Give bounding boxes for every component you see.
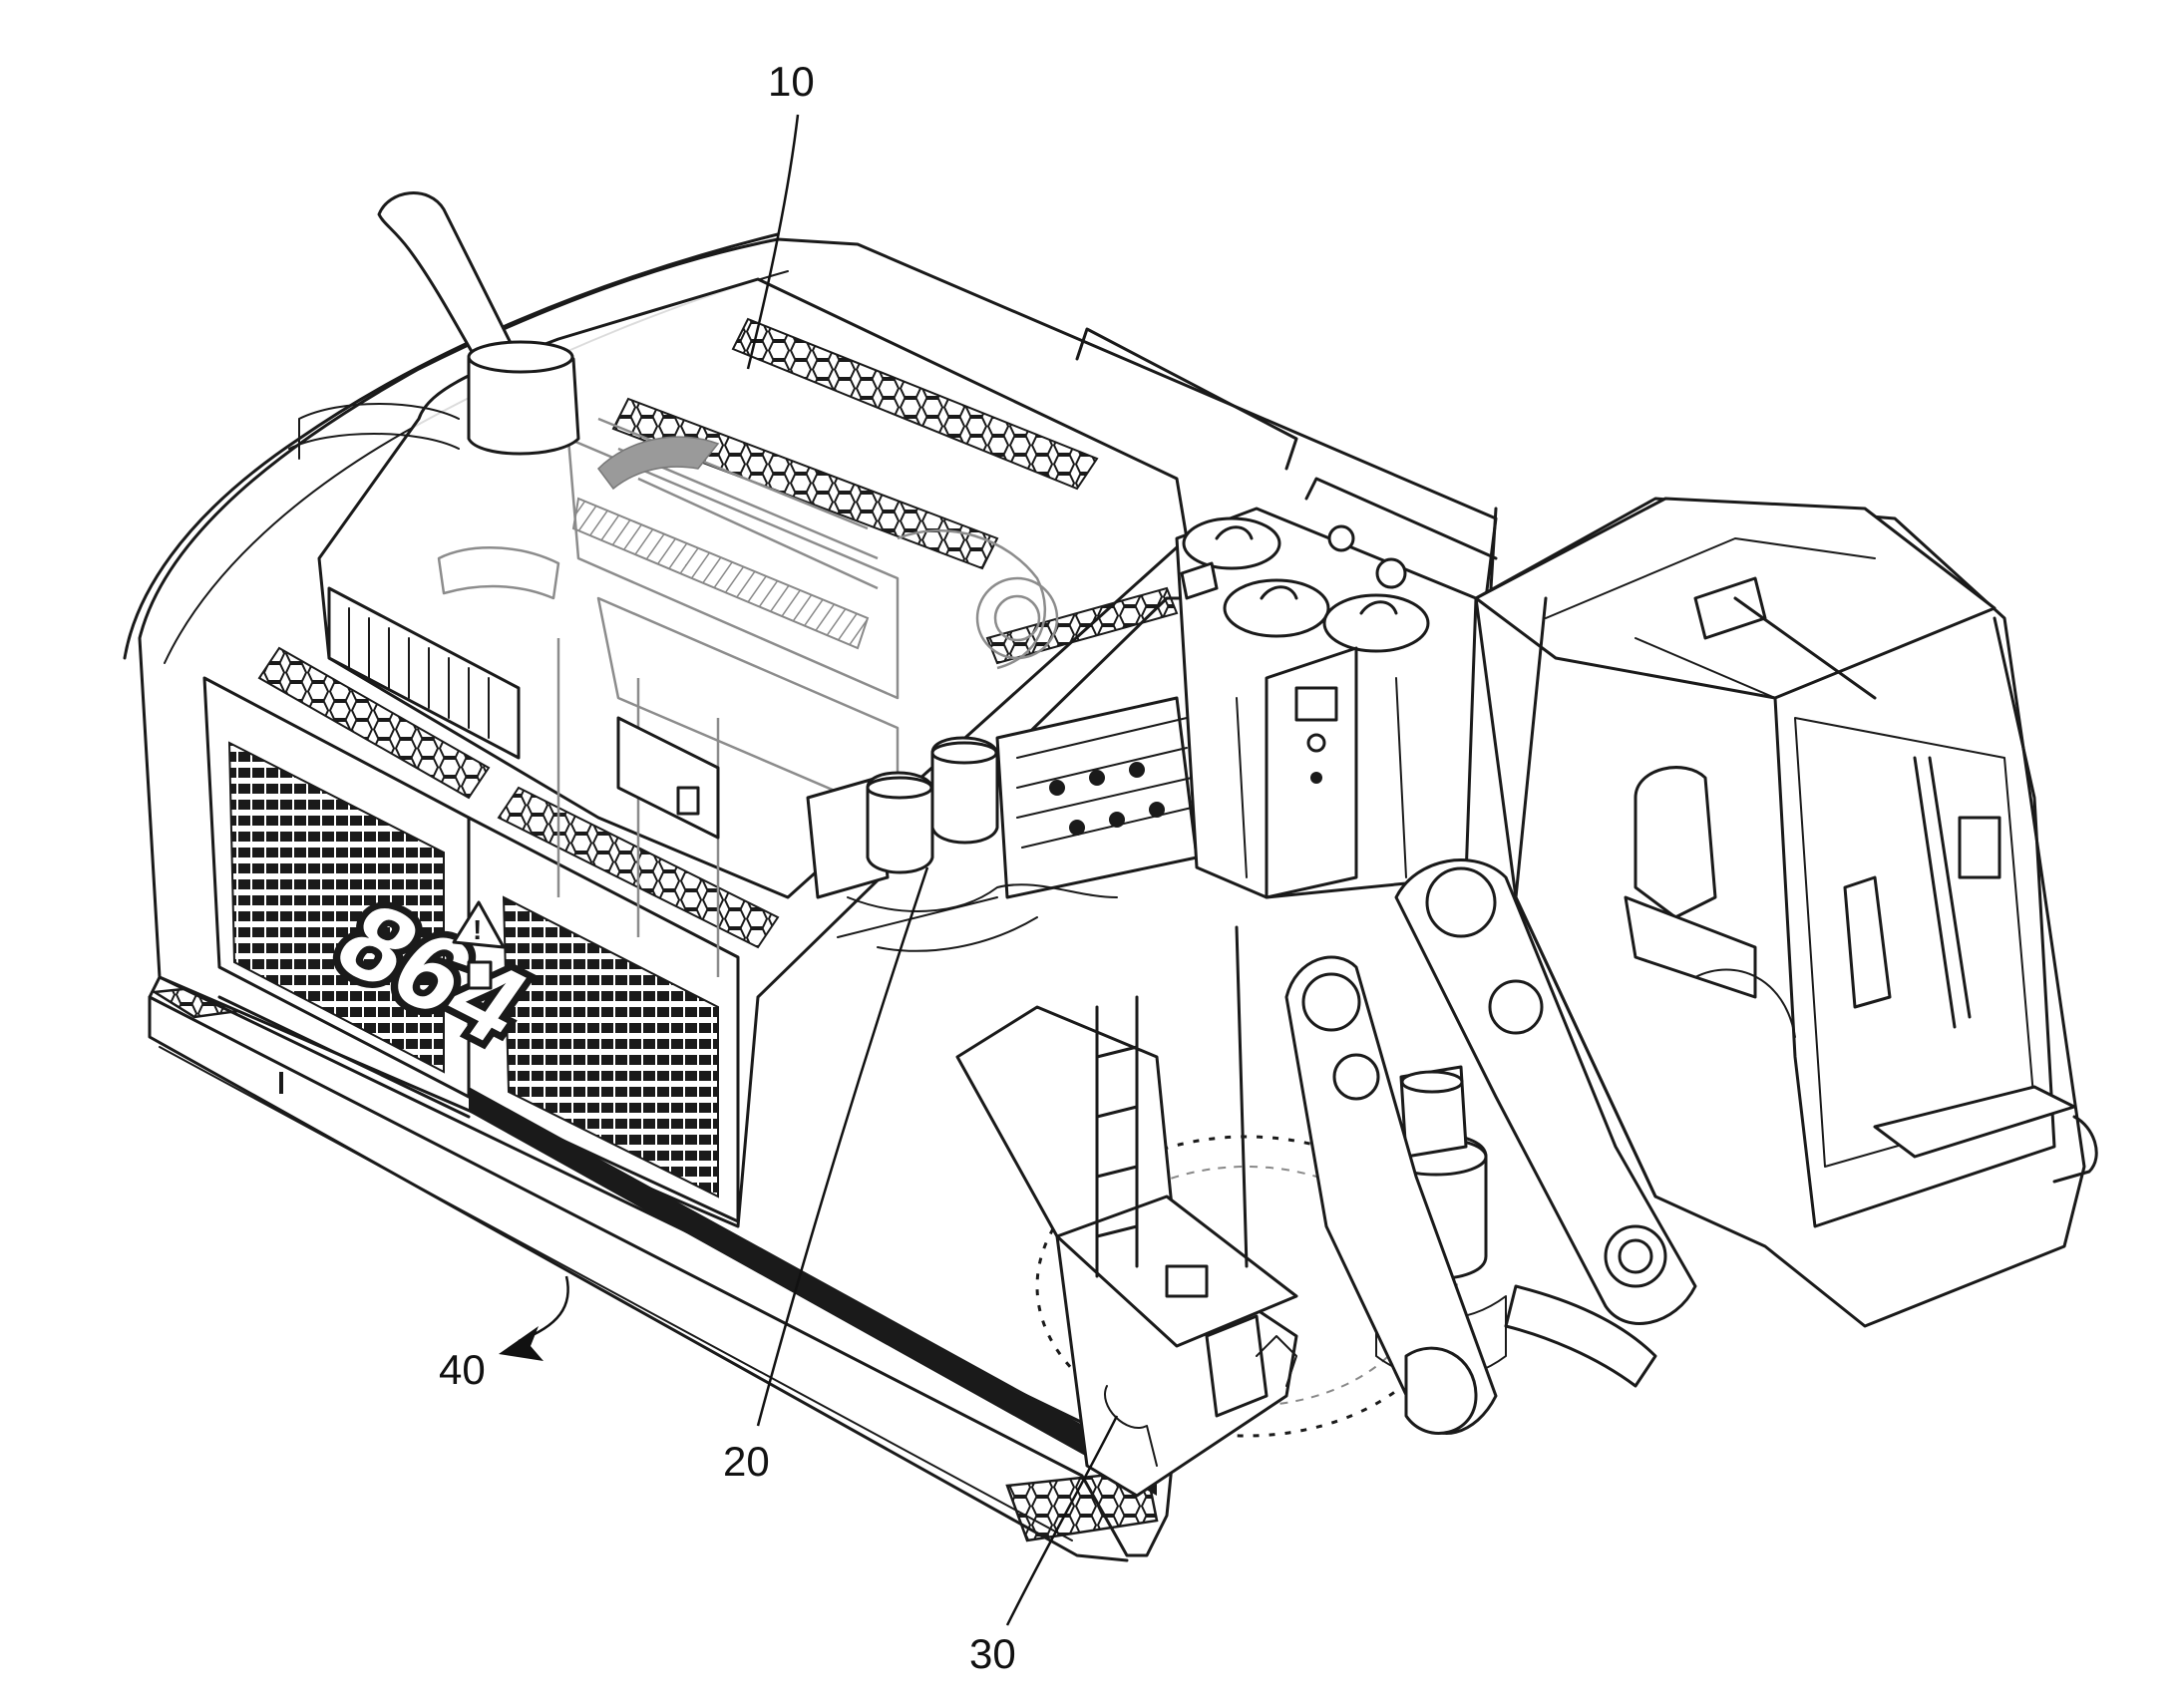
callout-40-label: 40 [439, 1346, 486, 1393]
hood-louvers [327, 586, 521, 760]
exhaust-stack [288, 191, 580, 460]
callout-10-label: 10 [768, 58, 815, 105]
callout-30: 30 [969, 1415, 1119, 1677]
hydraulic-pump-assembly [806, 696, 1199, 952]
callout-20: 20 [723, 866, 929, 1485]
callout-20-label: 20 [723, 1438, 770, 1485]
handrail-2 [1304, 477, 1498, 560]
callout-40-arrowhead [499, 1326, 544, 1361]
callout-40: 40 [439, 1275, 569, 1393]
boom-brackets [1284, 858, 1697, 1435]
svg-text:!: ! [473, 914, 482, 945]
callout-30-label: 30 [969, 1630, 1016, 1677]
warning-triangle-icon: ! [452, 900, 506, 990]
boom-mount-frame [955, 925, 1458, 1498]
operator-cab [1474, 497, 2098, 1328]
tank-assembly [1175, 507, 1478, 899]
antenna [1489, 507, 1498, 590]
handrail [1075, 327, 1298, 471]
callout-10: 10 [746, 58, 815, 370]
